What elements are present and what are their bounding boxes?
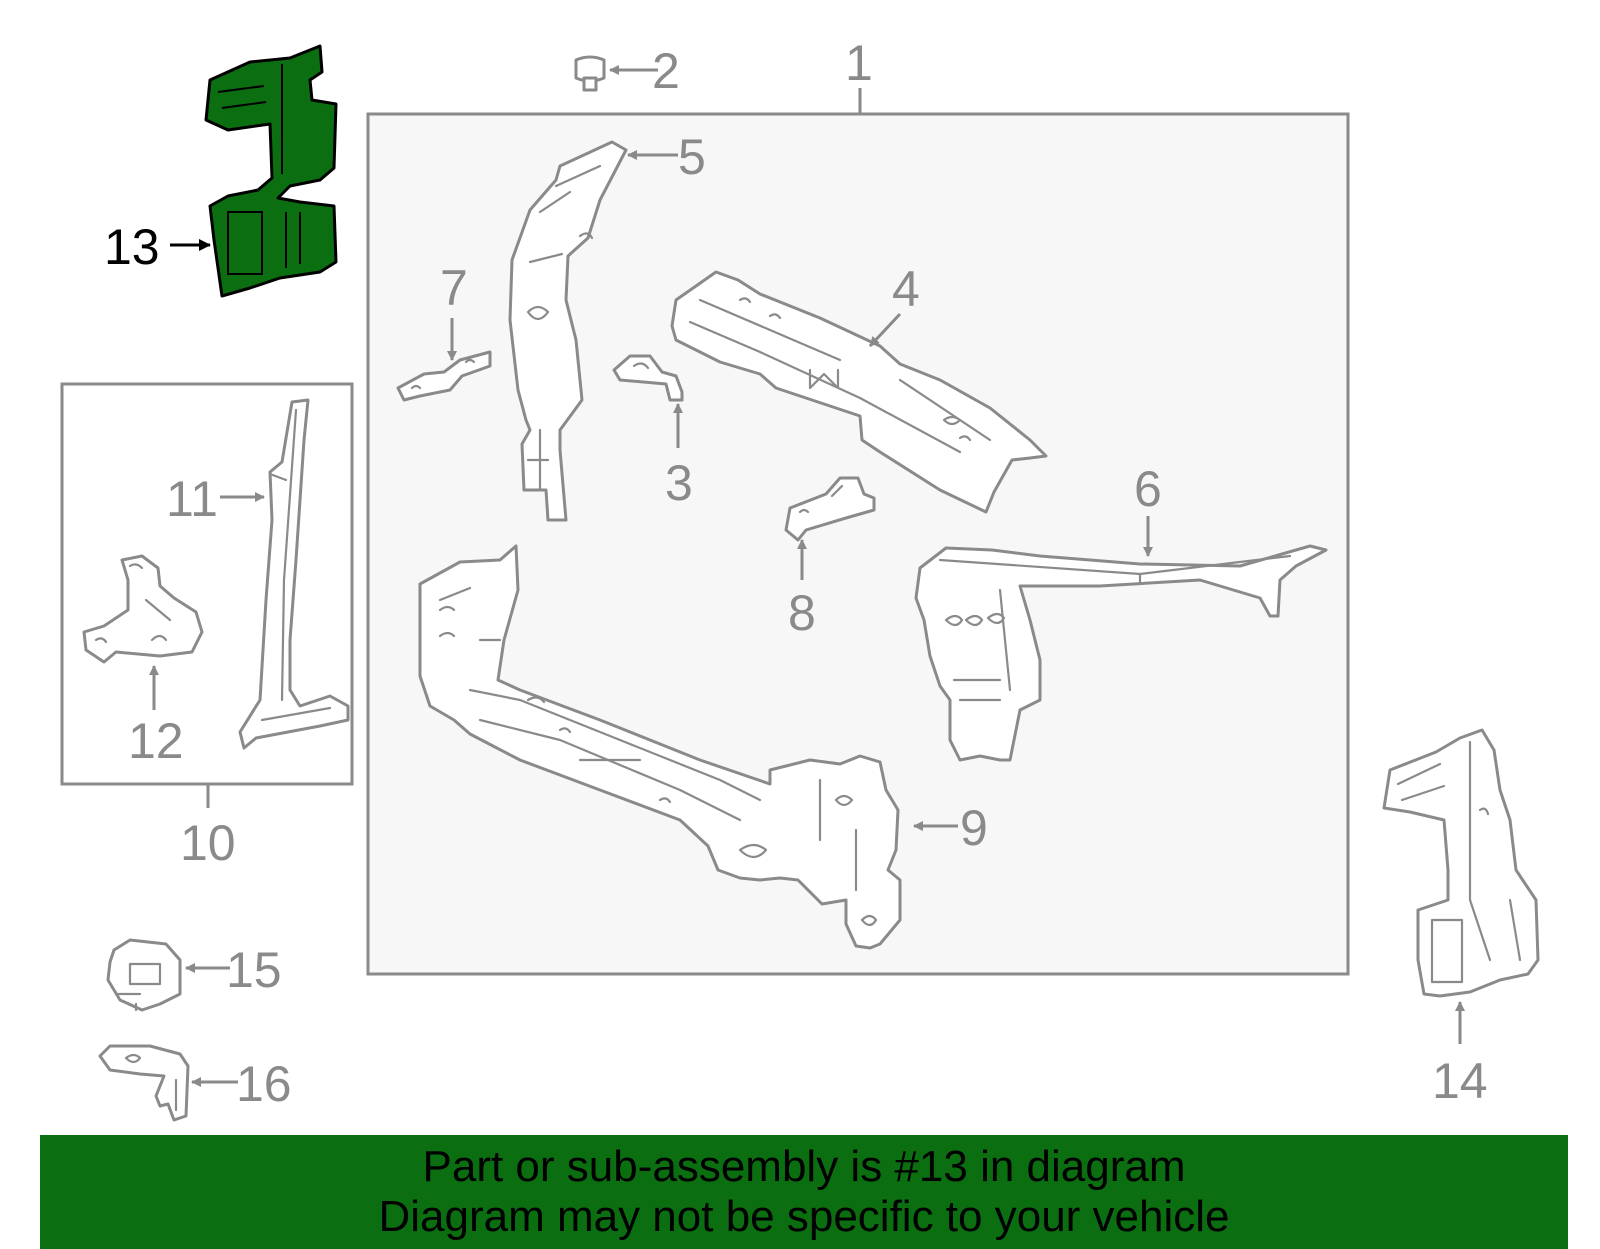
callout-13: 13 bbox=[104, 219, 160, 275]
part-4-upper-tie-bar[interactable]: 4 bbox=[670, 261, 1048, 514]
part-6-side-member[interactable]: 6 bbox=[914, 461, 1328, 762]
part-13-shield[interactable]: 13 bbox=[104, 44, 338, 298]
callout-14: 14 bbox=[1432, 1053, 1488, 1109]
callout-12: 12 bbox=[128, 713, 184, 769]
notice-banner: Part or sub-assembly is #13 in diagram D… bbox=[40, 1135, 1568, 1249]
callout-9: 9 bbox=[960, 800, 988, 856]
notice-line-1: Part or sub-assembly is #13 in diagram bbox=[422, 1142, 1186, 1191]
callout-15: 15 bbox=[226, 942, 282, 998]
part-3-bracket[interactable]: 3 bbox=[612, 354, 693, 511]
part-9-lower-support[interactable]: 9 bbox=[418, 544, 988, 950]
callout-16: 16 bbox=[236, 1056, 292, 1112]
callout-5: 5 bbox=[678, 129, 706, 185]
part-15-connector[interactable]: 15 bbox=[106, 938, 282, 1012]
callout-1: 1 bbox=[845, 35, 873, 91]
notice-line-2: Diagram may not be specific to your vehi… bbox=[378, 1192, 1230, 1241]
callout-4: 4 bbox=[892, 261, 920, 317]
part-12-bracket[interactable]: 12 bbox=[82, 554, 204, 769]
part-7-bracket[interactable]: 7 bbox=[396, 260, 492, 402]
part-5-bracket[interactable]: 5 bbox=[508, 129, 706, 522]
part-8-bracket[interactable]: 8 bbox=[784, 476, 876, 641]
callout-7: 7 bbox=[440, 260, 468, 316]
callout-11: 11 bbox=[166, 471, 218, 527]
callout-10: 10 bbox=[180, 815, 236, 871]
callout-2: 2 bbox=[652, 43, 680, 99]
part-2-clip[interactable]: 2 bbox=[574, 43, 680, 99]
part-16-bracket[interactable]: 16 bbox=[98, 1044, 292, 1122]
part-11-pillar[interactable]: 11 bbox=[166, 398, 350, 750]
callout-8: 8 bbox=[788, 585, 816, 641]
part-14-shield[interactable]: 14 bbox=[1382, 728, 1540, 1109]
callout-6: 6 bbox=[1134, 461, 1162, 517]
callout-3: 3 bbox=[665, 455, 693, 511]
